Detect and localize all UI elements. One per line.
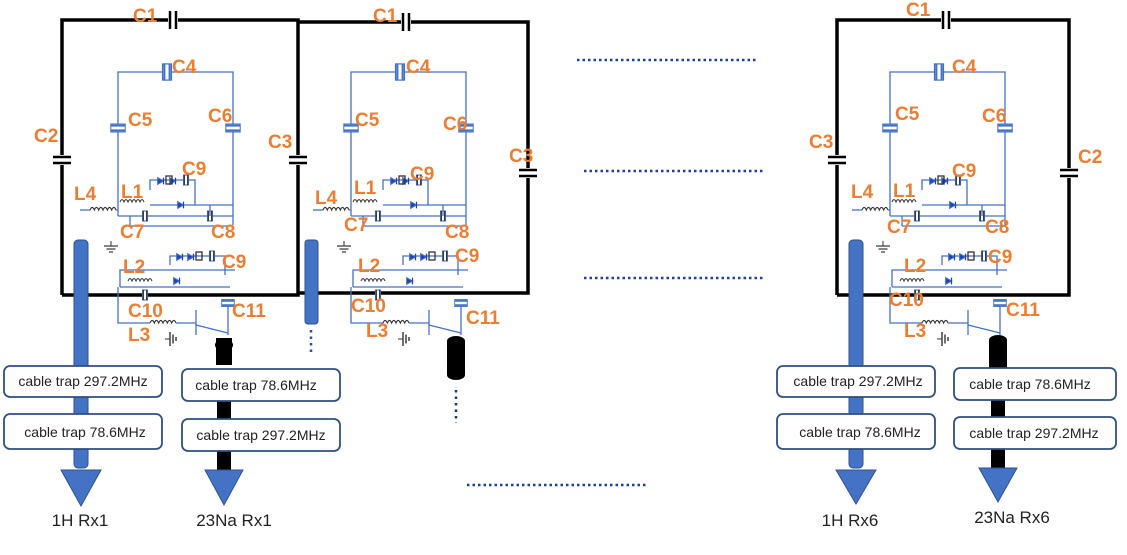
label-c3: C3 xyxy=(509,146,533,167)
label-c1: C1 xyxy=(133,6,158,27)
trap-black-first: cable trap 78.6MHz xyxy=(969,376,1090,392)
output-1h-rx1: 1H Rx1 xyxy=(52,511,109,530)
outer-loop-2 xyxy=(298,20,530,295)
label-c2: C2 xyxy=(34,126,58,147)
label-c9: C9 xyxy=(182,159,206,180)
inner-circuit-1 xyxy=(80,62,242,347)
label-c9: C9 xyxy=(952,161,976,182)
label-c6: C6 xyxy=(443,114,467,135)
label-c5: C5 xyxy=(128,110,153,131)
label-c11: C11 xyxy=(232,301,266,322)
trap-black-first: cable trap 78.6MHz xyxy=(195,377,316,393)
label-c4: C4 xyxy=(172,57,197,78)
label-c7: C7 xyxy=(887,217,911,238)
blue-cable-coil2 xyxy=(304,239,319,356)
label-c7: C7 xyxy=(120,222,144,243)
label-c5: C5 xyxy=(355,110,380,131)
component-labels-coil-1: C1 C2 C3 C4 C5 C6 C7 C8 C9 C9 C10 C11 L1… xyxy=(34,6,292,346)
trap-blue-first: cable trap 297.2MHz xyxy=(18,373,147,389)
label-l3: L3 xyxy=(904,321,926,342)
label-c10: C10 xyxy=(351,296,386,317)
black-cable-rx1 xyxy=(204,338,244,507)
label-l3: L3 xyxy=(366,321,388,342)
label-c6: C6 xyxy=(982,106,1006,127)
label-c3: C3 xyxy=(268,132,292,153)
cable-traps-rx6: cable trap 297.2MHz cable trap 78.6MHz c… xyxy=(776,365,1117,450)
label-c11: C11 xyxy=(466,308,500,329)
label-c1: C1 xyxy=(373,6,398,27)
trap-blue-second: cable trap 78.6MHz xyxy=(799,424,920,440)
component-labels-coil-6: C1 C3 C2 C4 C5 C6 C7 C8 C9 C9 C10 C11 L1… xyxy=(809,0,1102,342)
label-c10: C10 xyxy=(128,301,163,322)
label-l1: L1 xyxy=(354,178,377,199)
label-l1: L1 xyxy=(121,182,144,203)
output-23na-rx6: 23Na Rx6 xyxy=(974,508,1050,527)
label-c8: C8 xyxy=(985,217,1009,238)
label-c2: C2 xyxy=(1078,147,1102,168)
label-c5: C5 xyxy=(895,104,920,125)
label-l2: L2 xyxy=(123,257,145,278)
black-cable-coil2 xyxy=(447,336,465,423)
component-labels-coil-2: C1 C3 C4 C5 C6 C7 C8 C9 C9 C10 C11 L1 L2… xyxy=(315,6,533,342)
label-c7: C7 xyxy=(344,215,368,236)
trap-blue-second: cable trap 78.6MHz xyxy=(24,424,145,440)
trap-black-second: cable trap 297.2MHz xyxy=(969,425,1098,441)
label-c9-lower: C9 xyxy=(455,246,479,267)
label-l4: L4 xyxy=(74,184,97,205)
trap-black-second: cable trap 297.2MHz xyxy=(196,427,325,443)
label-c4: C4 xyxy=(406,57,431,78)
trap-blue-first: cable trap 297.2MHz xyxy=(793,373,922,389)
label-c10: C10 xyxy=(889,290,924,311)
label-c3: C3 xyxy=(809,132,833,153)
output-23na-rx1: 23Na Rx1 xyxy=(196,511,272,530)
label-l2: L2 xyxy=(358,256,380,277)
label-c4: C4 xyxy=(952,57,977,78)
outer-capacitors xyxy=(51,9,1080,180)
label-l2: L2 xyxy=(904,256,926,277)
outer-loop-1 xyxy=(60,18,300,297)
label-c8: C8 xyxy=(211,222,235,243)
label-c6: C6 xyxy=(208,106,232,127)
label-c9: C9 xyxy=(410,164,434,185)
label-l3: L3 xyxy=(128,325,150,346)
blue-cable-rx6 xyxy=(835,239,877,505)
ellipsis-lines xyxy=(467,58,765,487)
label-c9-lower: C9 xyxy=(222,252,246,273)
label-c1: C1 xyxy=(906,0,931,21)
label-l1: L1 xyxy=(893,181,916,202)
black-cable-rx6 xyxy=(978,335,1018,504)
outer-loop-6 xyxy=(835,18,1071,297)
label-c8: C8 xyxy=(445,222,469,243)
label-c9-lower: C9 xyxy=(988,247,1012,268)
cable-traps-rx1: cable trap 297.2MHz cable trap 78.6MHz c… xyxy=(3,365,341,452)
output-1h-rx6: 1H Rx6 xyxy=(822,511,879,530)
label-l4: L4 xyxy=(851,182,874,203)
blue-cable-rx1 xyxy=(60,239,102,508)
label-l4: L4 xyxy=(315,188,338,209)
label-c11: C11 xyxy=(1006,300,1040,321)
